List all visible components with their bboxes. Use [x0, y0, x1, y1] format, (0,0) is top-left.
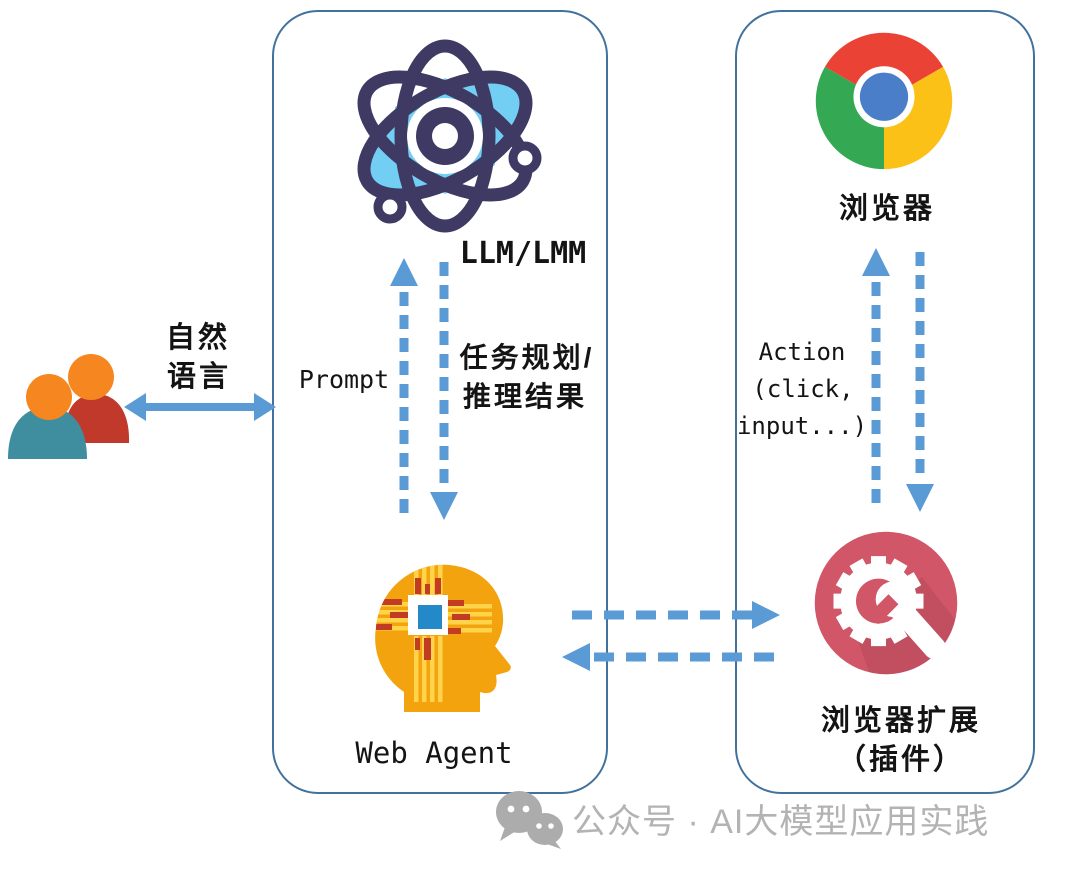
- action-label-line1: Action: [758, 338, 846, 366]
- web-agent-panel: [272, 10, 608, 794]
- llm-label: LLM/LMM: [459, 236, 587, 271]
- action-label-line3: input...): [736, 412, 868, 440]
- extension-to-agent-arrow: [562, 643, 774, 671]
- browser-label: 浏览器: [838, 193, 936, 225]
- chip-core: [418, 605, 442, 629]
- circuit-pattern: [375, 564, 492, 702]
- natural-language-label-line1: 自然: [165, 322, 231, 354]
- back-person-head: [68, 354, 114, 400]
- prompt-label: Prompt: [298, 365, 390, 394]
- task-label-line1: 任务规划/: [459, 342, 595, 373]
- browser-feedback-arrow: [906, 252, 934, 512]
- gear-wrench-icon: [814, 531, 958, 675]
- action-up-arrow: [862, 248, 890, 512]
- front-person-head: [26, 374, 72, 420]
- wechat-icon: [496, 791, 563, 849]
- natural-language-label-line2: 语言: [166, 361, 232, 393]
- web-agent-label: Web Agent: [355, 736, 513, 770]
- extension-label-line2: （插件）: [836, 744, 966, 776]
- front-person-body: [8, 407, 87, 459]
- brain-chip-icon: [375, 564, 511, 712]
- agent-to-extension-arrow: [572, 601, 780, 629]
- natural-language-arrow: [124, 393, 276, 421]
- users-icon: [8, 354, 130, 459]
- watermark-text: 公众号 · AI大模型应用实践: [572, 803, 990, 841]
- llm-response-arrow: [430, 262, 458, 520]
- task-label-line2: 推理结果: [462, 381, 588, 412]
- atom-icon: [357, 39, 542, 233]
- wrench: [868, 581, 946, 660]
- prompt-arrow: [390, 258, 418, 520]
- chrome-icon: [815, 32, 953, 170]
- browser-panel: [735, 10, 1035, 794]
- action-label-line2: (click,: [752, 375, 854, 403]
- extension-label-line1: 浏览器扩展: [820, 705, 982, 737]
